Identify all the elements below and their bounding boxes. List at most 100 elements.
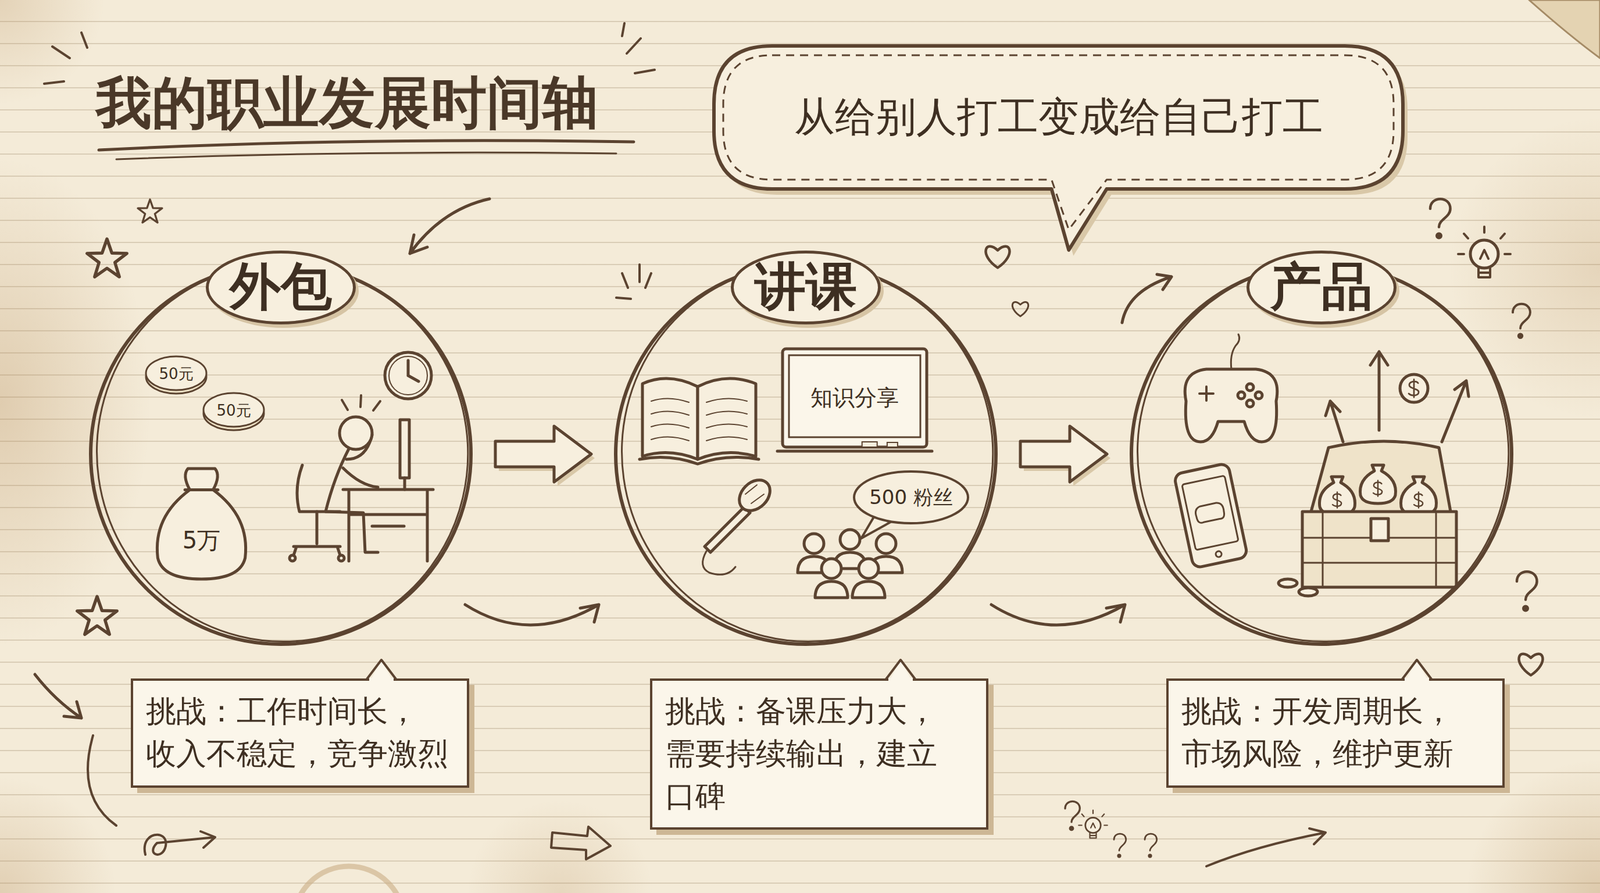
stage-circle: 外包50元50元5万 xyxy=(87,260,475,648)
hearts xyxy=(986,246,1010,269)
audience xyxy=(876,533,896,554)
sketch-line xyxy=(1402,659,1432,680)
sketch-line xyxy=(145,356,207,391)
stars xyxy=(77,596,117,635)
audience xyxy=(815,581,848,598)
doodle-arrows xyxy=(34,198,1326,867)
audience xyxy=(840,529,860,550)
treasure-chest xyxy=(1302,511,1457,588)
treasure-chest xyxy=(1401,476,1437,516)
phone xyxy=(1194,501,1225,524)
microphone xyxy=(733,473,777,517)
treasure-chest xyxy=(1278,351,1469,596)
worker-figure xyxy=(289,352,434,562)
gamepad xyxy=(1230,334,1239,370)
sketch-line xyxy=(887,442,898,448)
title-underline xyxy=(98,140,634,160)
worker-figure xyxy=(338,555,345,562)
treasure-chest xyxy=(1441,380,1469,442)
sketch-line xyxy=(886,659,916,680)
flow-arrow xyxy=(1020,426,1107,482)
gamepad xyxy=(1255,391,1263,399)
doodle-arrows xyxy=(409,198,490,254)
worker-figure xyxy=(341,395,381,411)
treasure-chest xyxy=(1325,401,1344,442)
title: 我的职业发展时间轴 xyxy=(95,69,599,137)
audience xyxy=(858,558,879,579)
callout-pointer xyxy=(1402,657,1432,686)
hearts xyxy=(1012,302,1028,317)
worker-figure xyxy=(343,489,434,562)
fan-bubble: 500 粉丝 xyxy=(851,469,971,526)
sparkles xyxy=(616,264,652,299)
audience xyxy=(797,529,903,598)
open-book xyxy=(639,378,759,464)
doodle-arrows xyxy=(1122,274,1172,323)
treasure-chest xyxy=(1278,579,1298,588)
bubble-outline xyxy=(713,45,1403,250)
coin-label: 50元 xyxy=(158,364,194,384)
audience xyxy=(852,581,885,598)
stage-heading: 产品 xyxy=(1246,250,1397,325)
sketch-line xyxy=(777,450,932,453)
gamepad xyxy=(1184,334,1278,442)
title-underline xyxy=(98,140,634,150)
phone xyxy=(1173,462,1248,569)
stage-circle: 讲课知识分享500 粉丝 xyxy=(612,260,1000,648)
treasure-chest xyxy=(1298,587,1318,596)
sketch-line xyxy=(862,441,878,448)
microphone xyxy=(704,506,750,553)
treasure-chest xyxy=(1319,476,1356,516)
question-marks xyxy=(1516,571,1538,611)
question-marks xyxy=(1430,198,1451,238)
coin: 50元 xyxy=(144,353,209,395)
stars xyxy=(87,238,127,277)
lightbulbs xyxy=(1458,226,1511,278)
title-underline xyxy=(116,152,617,160)
open-book xyxy=(642,378,698,460)
treasure-chest xyxy=(1413,491,1423,508)
stars xyxy=(77,199,163,635)
doodle-arrows xyxy=(991,604,1125,625)
challenge-text: 挑战：工作时间长， 收入不稳定，竞争激烈 xyxy=(145,690,455,775)
microphone xyxy=(702,473,777,575)
money-bag: 5万 xyxy=(152,463,250,582)
phone xyxy=(1215,550,1223,558)
gamepad xyxy=(1246,383,1254,391)
treasure-chest xyxy=(1373,480,1382,496)
flow-arrow xyxy=(495,426,592,482)
question-marks xyxy=(1512,304,1531,338)
audience xyxy=(804,533,824,554)
stage-heading: 讲课 xyxy=(730,250,881,325)
sketch-line xyxy=(782,348,927,448)
paper-curl xyxy=(1529,0,1600,59)
audience xyxy=(821,558,842,579)
gamepad xyxy=(1246,400,1254,407)
board-text: 知识分享 xyxy=(810,384,899,413)
worker-figure xyxy=(400,419,410,478)
treasure-chest xyxy=(1408,379,1419,398)
doodle-arrows xyxy=(551,826,611,860)
microphone xyxy=(702,551,736,575)
worker-figure xyxy=(403,477,407,490)
doodle-arrows xyxy=(144,831,216,855)
treasure-chest xyxy=(1332,491,1342,508)
sketch-line xyxy=(1113,239,1534,666)
bubble-text: 从给别人打工变成给自己打工 xyxy=(794,91,1324,144)
treasure-chest xyxy=(1370,351,1388,431)
hearts xyxy=(986,246,1544,676)
question-marks xyxy=(1065,198,1538,857)
speech-bubble: 从给别人打工变成给自己打工 xyxy=(713,45,1403,189)
challenge-callout: 挑战：开发周期长， 市场风险，维护更新 xyxy=(1166,678,1505,788)
doodle-arrows xyxy=(34,674,82,719)
gamepad xyxy=(1184,369,1278,442)
fan-count: 500 粉丝 xyxy=(869,484,953,510)
sketch-line xyxy=(366,659,396,680)
phone xyxy=(1173,462,1248,569)
gamepad xyxy=(1237,391,1245,399)
challenge-text: 挑战：备课压力大， 需要持续输出，建立 口碑 xyxy=(665,690,974,817)
open-book xyxy=(697,378,756,460)
challenge-text: 挑战：开发周期长， 市场风险，维护更新 xyxy=(1181,690,1490,775)
sketch-line xyxy=(184,488,219,492)
